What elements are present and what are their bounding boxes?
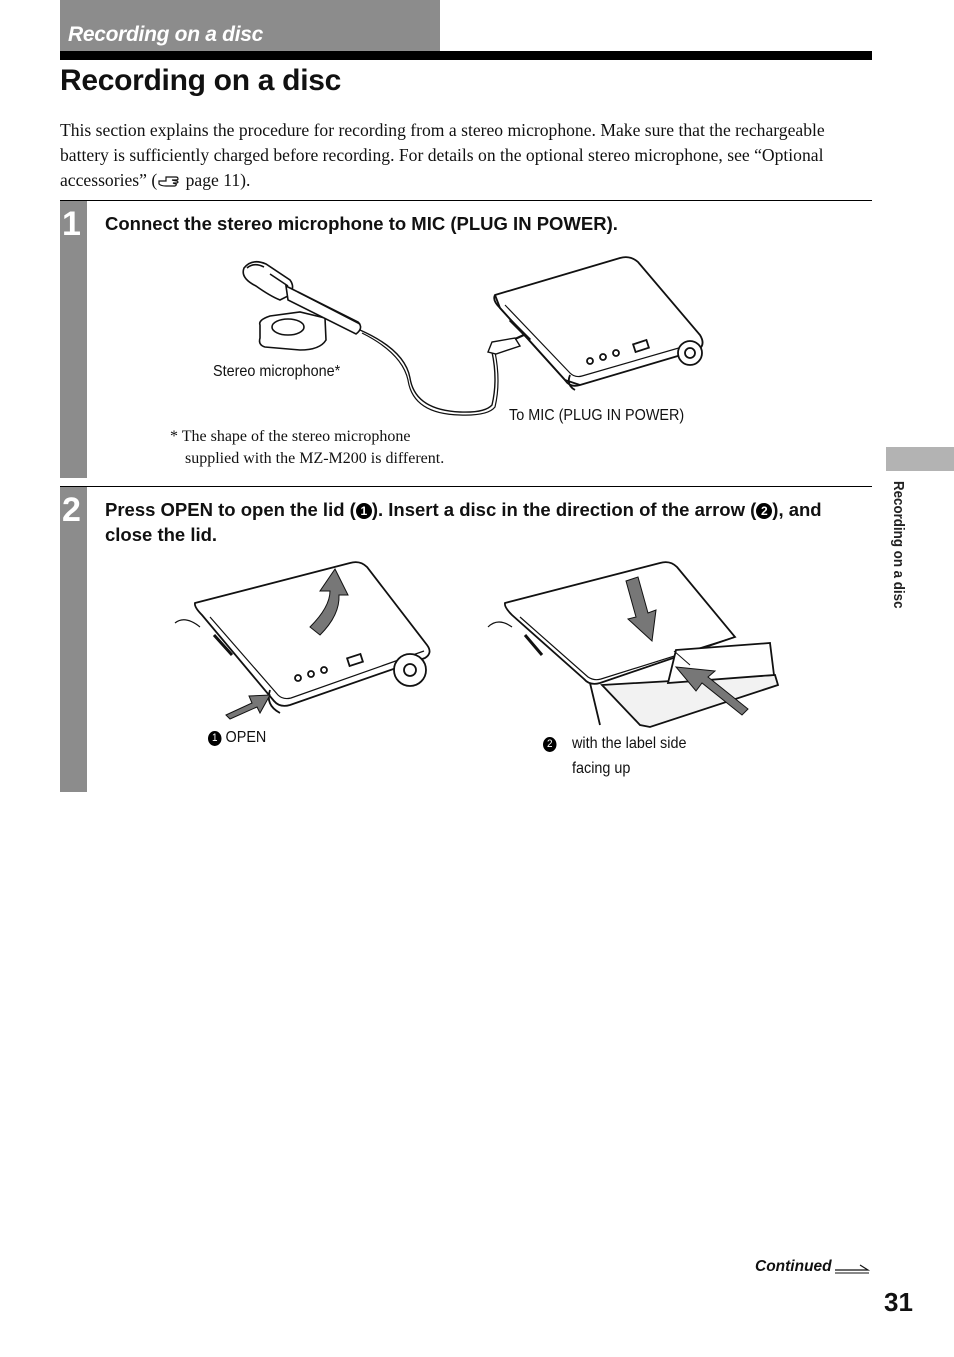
intro-paragraph: This section explains the procedure for … <box>60 118 860 193</box>
disc-marker: 2 <box>543 735 557 753</box>
stereo-microphone-label: Stereo microphone* <box>213 363 341 380</box>
step-1-bar <box>60 201 87 478</box>
open-and-insert-illustration <box>174 561 780 728</box>
continued-arrow-icon <box>835 1264 871 1274</box>
disc-label-line-1: with the label side <box>572 735 687 752</box>
step-2-text-c: ), and close the lid. <box>105 499 822 545</box>
footnote: * The shape of the stereo microphone sup… <box>170 426 444 470</box>
header-rule <box>60 51 872 60</box>
hand-pointer-icon <box>158 176 179 187</box>
footnote-line-2: supplied with the MZ-M200 is different. <box>185 450 445 467</box>
section-header-label: Recording on a disc <box>68 23 263 46</box>
step-2-text-b: ). Insert a disc in the direction of the… <box>371 499 757 520</box>
page-title: Recording on a disc <box>60 64 342 97</box>
step-2-number: 2 <box>62 491 81 529</box>
marker-1-icon: 1 <box>355 503 372 519</box>
mic-jack-label: To MIC (PLUG IN POWER) <box>509 407 685 424</box>
step-2-top-rule <box>60 486 872 487</box>
step-1-number: 1 <box>62 205 81 243</box>
recorder-open-drawing <box>174 561 431 714</box>
step-1-top-rule <box>60 200 872 201</box>
step-1-instruction: Connect the stereo microphone to MIC (PL… <box>105 213 618 234</box>
disc-marker-icon: 2 <box>543 737 557 752</box>
md-recorder-drawing <box>493 256 704 391</box>
intro-text-after: page 11). <box>181 170 251 190</box>
stereo-microphone-drawing <box>242 260 362 351</box>
section-header-tab: Recording on a disc <box>60 0 440 51</box>
footnote-line-1: * The shape of the stereo microphone <box>170 428 411 445</box>
open-label: 1 OPEN <box>208 729 266 747</box>
recorder-insert-disc-drawing <box>487 561 780 728</box>
side-tab-marker <box>886 447 954 471</box>
side-tab-label: Recording on a disc <box>890 481 906 609</box>
step-2-instruction: Press OPEN to open the lid (1). Insert a… <box>105 497 865 547</box>
marker-2-icon: 2 <box>756 503 773 519</box>
open-marker-icon: 1 <box>208 731 222 746</box>
continued-label: Continued <box>755 1258 832 1275</box>
intro-text-before: This section explains the procedure for … <box>60 120 825 190</box>
step-2-text-a: Press OPEN to open the lid ( <box>105 499 356 520</box>
microphone-connection-illustration <box>242 256 704 416</box>
page-number: 31 <box>884 1287 913 1317</box>
step-2-bar <box>60 487 87 792</box>
disc-label-line-2: facing up <box>572 760 631 777</box>
open-label-text: OPEN <box>225 729 267 746</box>
